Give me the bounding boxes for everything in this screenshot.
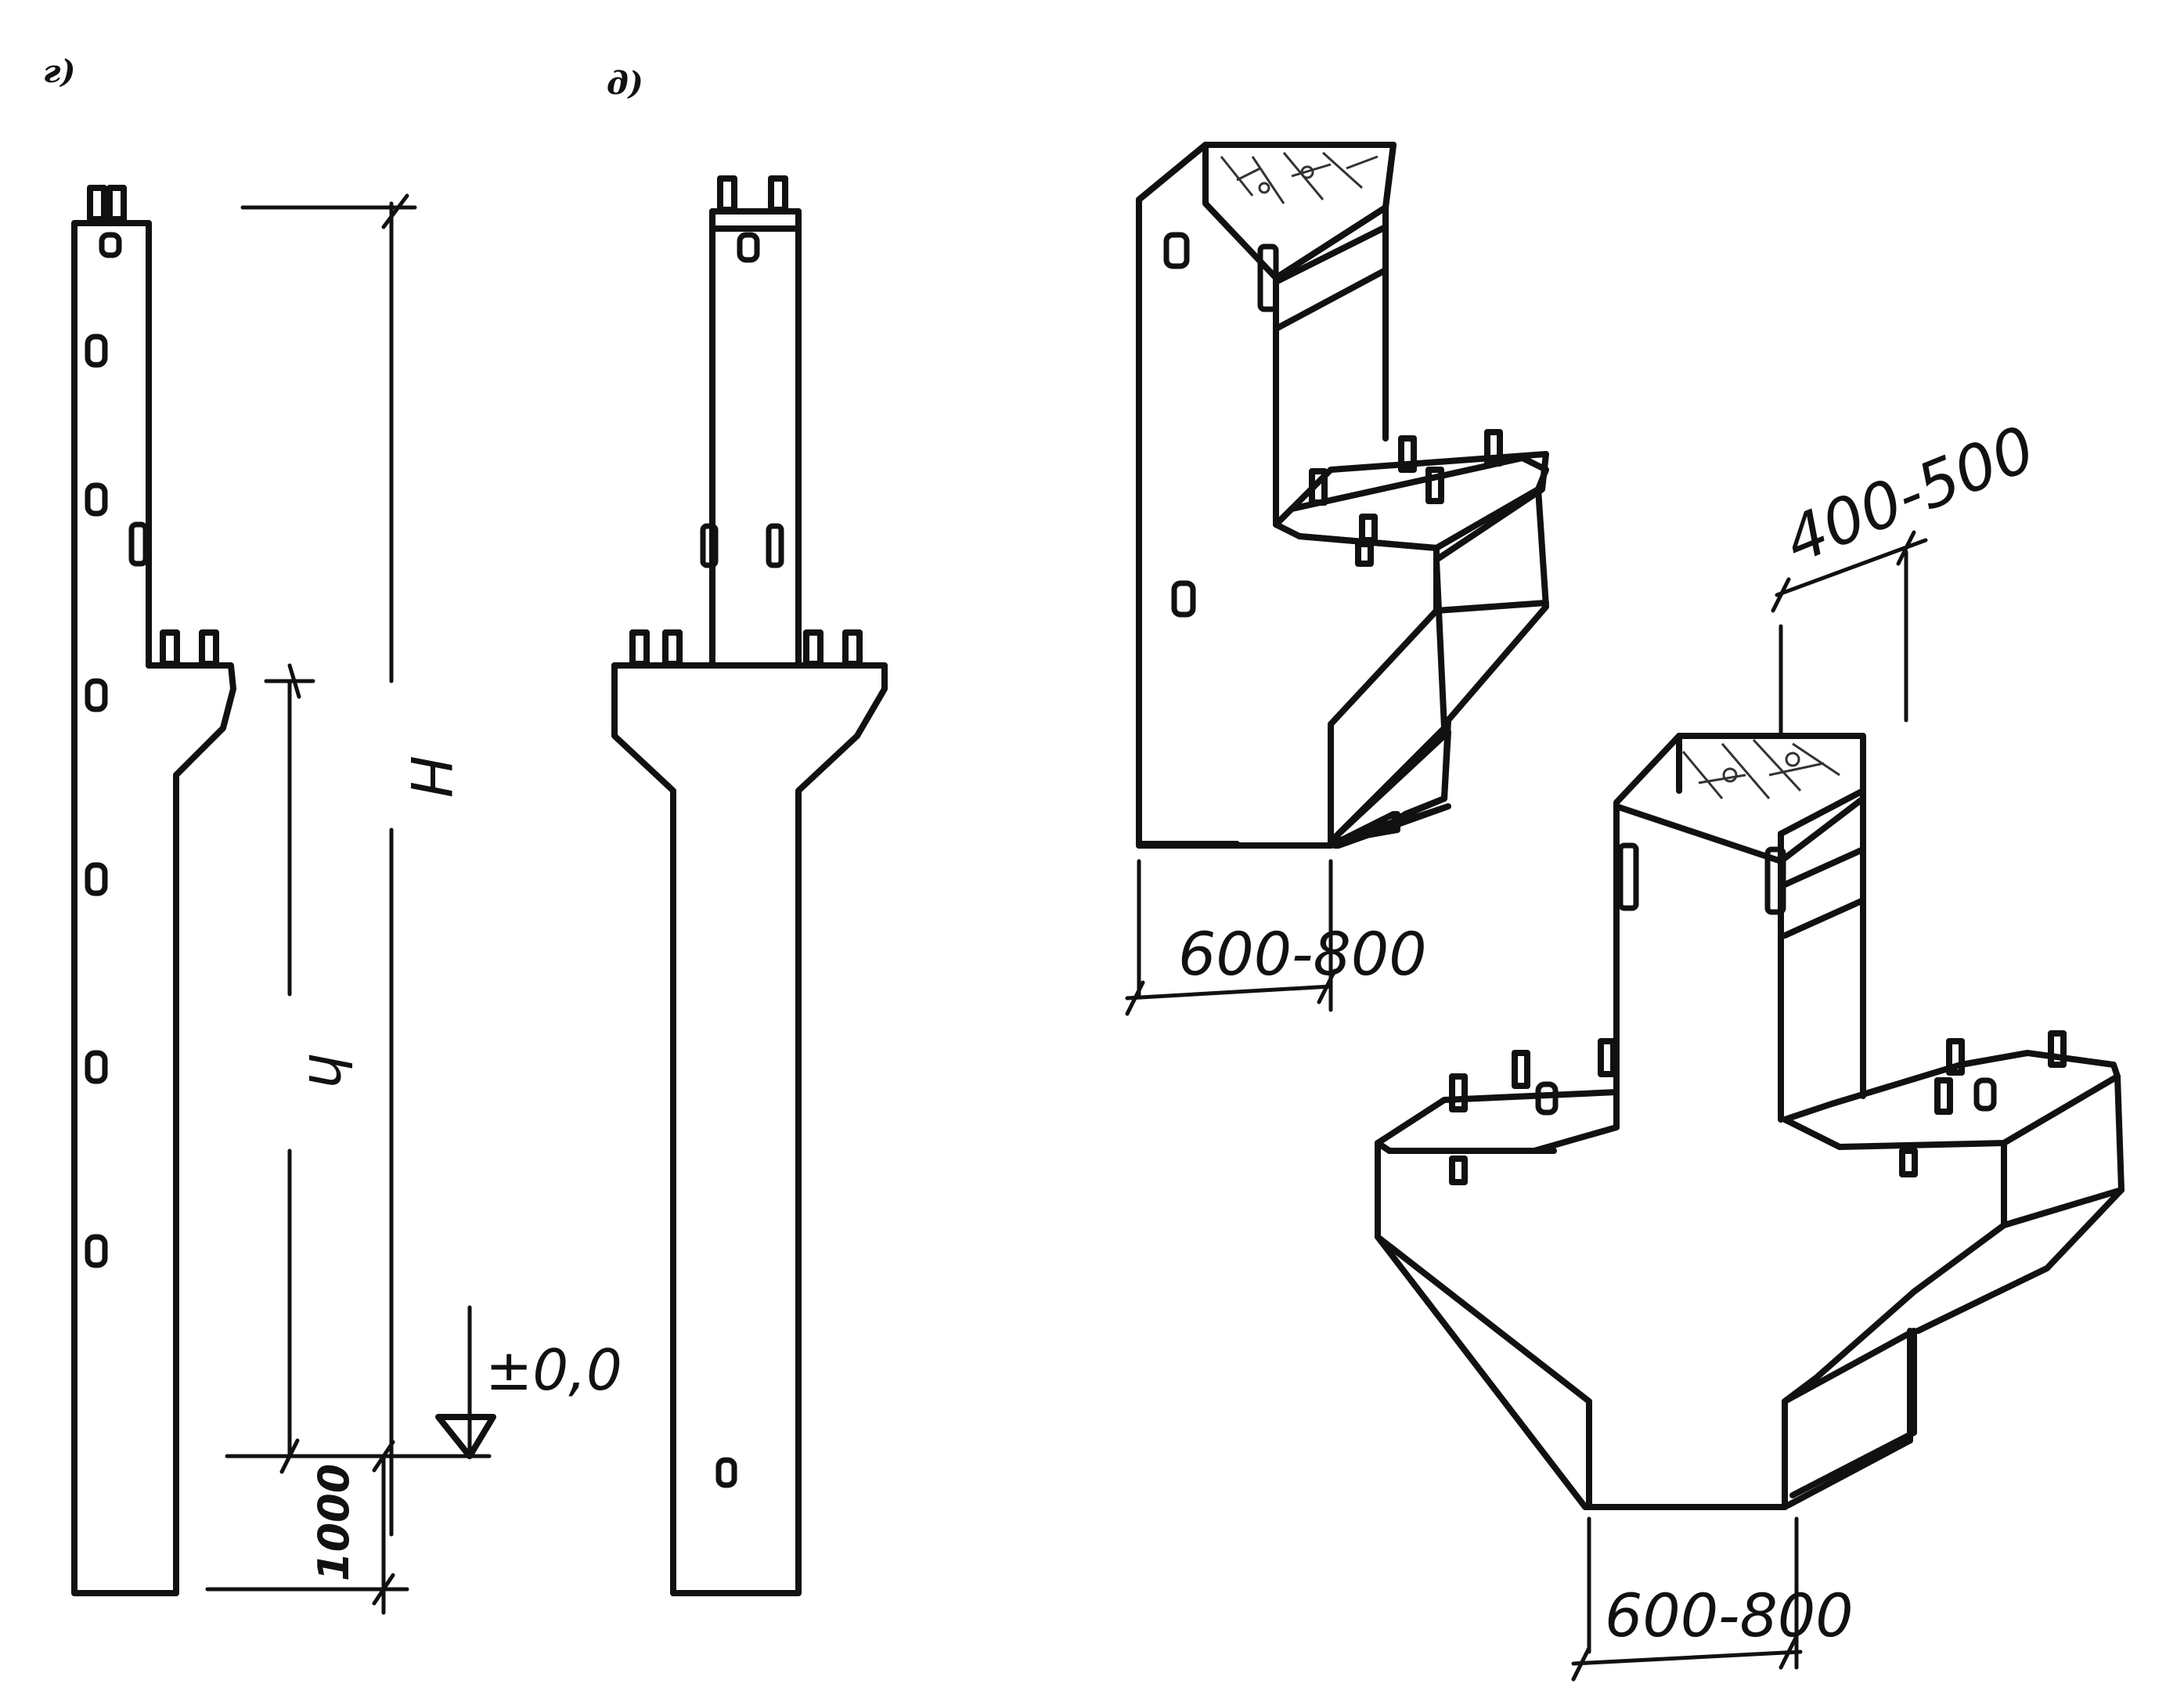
dimension-label-1000: 1000 bbox=[309, 1464, 359, 1581]
column-side-view bbox=[71, 185, 236, 1596]
dimension-lines-g bbox=[205, 193, 496, 1615]
isometric-single-bracket bbox=[1136, 142, 1549, 849]
dimension-label-H: H bbox=[398, 755, 463, 798]
level-mark-label: ±0,0 bbox=[485, 1337, 622, 1403]
column-front-view bbox=[611, 175, 888, 1596]
panel-label-g: г) bbox=[43, 53, 75, 90]
dimension-label-600-800-top: 600-800 bbox=[1178, 919, 1427, 989]
panel-label-d: д) bbox=[607, 65, 643, 102]
dimension-label-600-800-bottom: 600-800 bbox=[1605, 1581, 1854, 1650]
dimension-600-800-bottom bbox=[1571, 1516, 1803, 1682]
dimension-label-400-500: 400-500 bbox=[1775, 412, 2045, 577]
dimension-400-500 bbox=[1771, 530, 1928, 738]
dimension-600-800-top bbox=[1125, 859, 1337, 1016]
dimension-label-h: h bbox=[296, 1053, 362, 1089]
isometric-double-bracket bbox=[1375, 733, 2125, 1510]
